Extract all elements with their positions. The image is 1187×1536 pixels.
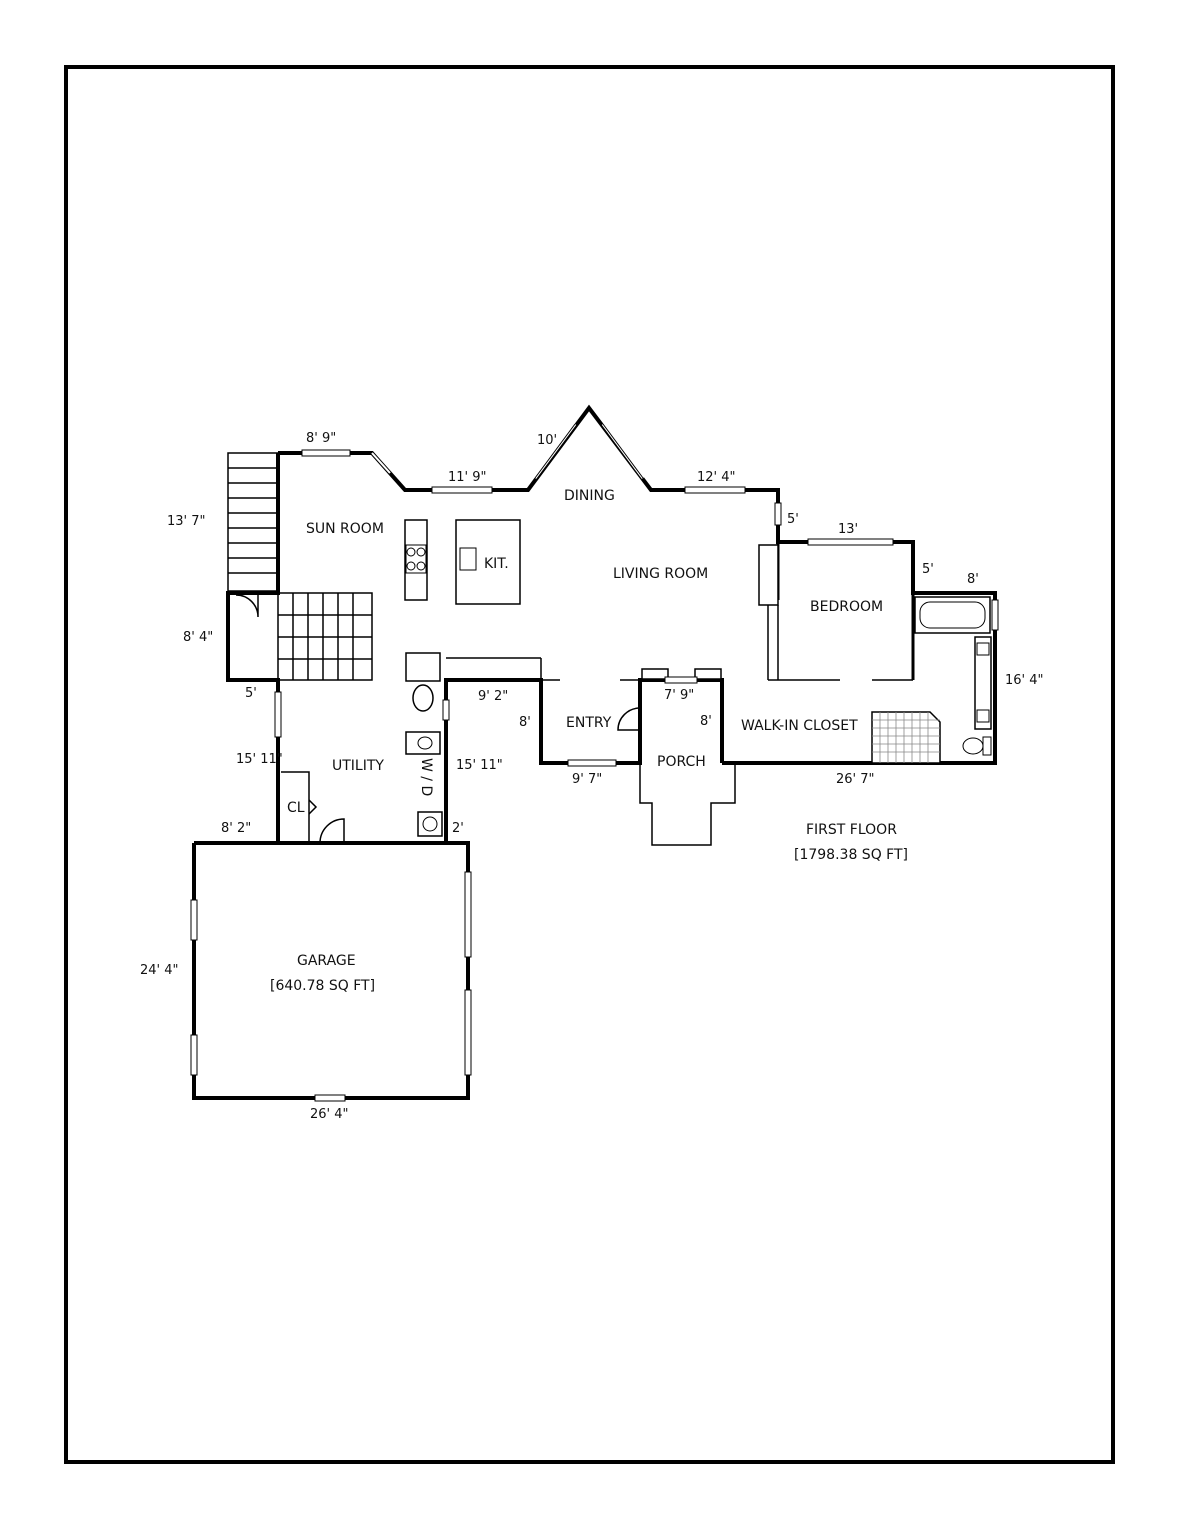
sheet-border (64, 65, 1115, 1464)
dim-entry-top: 9' 2" (478, 689, 508, 704)
laundry-sink (417, 811, 443, 837)
dim-entry-left: 8' (519, 715, 531, 730)
dim-utility-bottom-left: 8' 2" (221, 821, 251, 836)
dim-laundry-sink: 2' (452, 821, 464, 836)
label-porch: PORCH (657, 754, 706, 770)
entry-door (617, 707, 641, 731)
bathtub (914, 596, 991, 634)
label-utility: UTILITY (332, 758, 384, 774)
label-walk-in-closet: WALK-IN CLOSET (741, 718, 858, 734)
label-closet: CL (287, 800, 305, 816)
bath-fixtures (871, 596, 992, 764)
porch-posts (641, 668, 722, 684)
label-plan-title: FIRST FLOOR (806, 822, 897, 838)
dim-garage-bottom: 26' 4" (310, 1107, 349, 1122)
interior-walls (281, 542, 915, 843)
bath-toilet (962, 737, 984, 755)
label-living-room: LIVING ROOM (613, 566, 708, 582)
dim-utility-left: 15' 11" (236, 752, 283, 767)
dim-closet-bottom: 26' 7" (836, 772, 875, 787)
kitchen-fixtures (404, 519, 521, 605)
dim-bath-top: 8' (967, 572, 979, 587)
exterior-stairs (227, 452, 279, 592)
dim-bath-right: 16' 4" (1005, 673, 1044, 688)
dim-stair-landing-left: 8' 4" (183, 630, 213, 645)
dim-porch-top: 7' 9" (664, 688, 694, 703)
label-bedroom: BEDROOM (810, 599, 883, 615)
label-entry: ENTRY (566, 715, 612, 731)
dim-bedroom-top: 13' (838, 522, 858, 537)
interior-stairs (235, 593, 372, 680)
dim-dining-left-top: 11' 9" (448, 470, 487, 485)
dim-stairs-left: 13' 7" (167, 514, 206, 529)
kitchen-sink (459, 547, 477, 571)
dim-bay-left: 10' (537, 433, 557, 448)
dim-utility-step: 5' (245, 686, 257, 701)
label-plan-area: [1798.38 SQ FT] (794, 847, 908, 863)
dim-garage-left: 24' 4" (140, 963, 179, 978)
half-bath-toilet (412, 684, 434, 712)
label-garage-area: [640.78 SQ FT] (270, 978, 375, 994)
utility-fixtures (308, 652, 443, 844)
label-washer-dryer: W / D (418, 758, 434, 796)
dim-sun-room-top: 8' 9" (306, 431, 336, 446)
label-dining: DINING (564, 488, 615, 504)
dim-porch-right: 8' (700, 714, 712, 729)
dim-bath-step: 5' (922, 562, 934, 577)
windows (190, 423, 999, 1102)
porch-outline (639, 763, 736, 846)
dim-entry-bottom: 9' 7" (572, 772, 602, 787)
dim-living-right-step: 5' (787, 512, 799, 527)
dim-dining-right-top: 12' 4" (697, 470, 736, 485)
label-kitchen: KIT. (484, 556, 509, 572)
label-sun-room: SUN ROOM (306, 521, 384, 537)
dim-utility-right: 15' 11" (456, 758, 503, 773)
label-garage: GARAGE (297, 953, 356, 969)
